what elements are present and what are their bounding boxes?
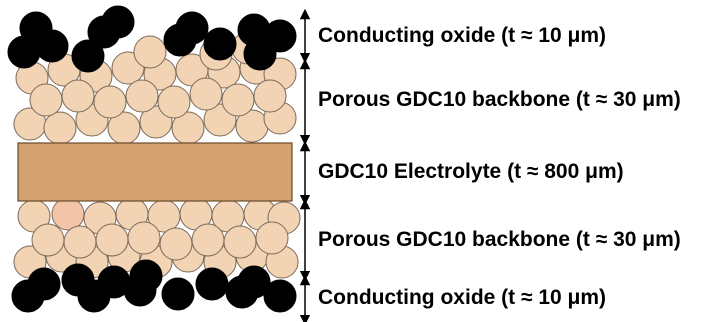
conducting-oxide-particle: [263, 19, 297, 53]
layer-label-bottom-backbone: Porous GDC10 backbone (t ≈ 30 μm): [318, 228, 681, 251]
conducting-oxide-particle: [7, 35, 41, 69]
backbone-particle: [253, 79, 287, 113]
backbone-particle: [43, 111, 77, 145]
conducting-oxide-particle: [237, 265, 271, 299]
backbone-particle: [133, 35, 167, 69]
backbone-particle: [63, 225, 97, 259]
conducting-oxide-particle: [97, 265, 131, 299]
conducting-oxide-particle: [263, 279, 297, 313]
backbone-particle: [221, 83, 255, 117]
backbone-particle: [61, 79, 95, 113]
backbone-particle: [159, 227, 193, 261]
backbone-particle: [31, 223, 65, 257]
backbone-particle: [95, 223, 129, 257]
electrolyte-layer: [17, 142, 293, 202]
conducting-oxide-top-particles: [7, 5, 297, 73]
backbone-particle: [189, 77, 223, 111]
layer-label-top-oxide: Conducting oxide (t ≈ 10 μm): [318, 24, 607, 47]
conducting-oxide-particle: [71, 39, 105, 73]
backbone-particle: [223, 225, 257, 259]
conducting-oxide-particle: [27, 267, 61, 301]
conducting-oxide-particle: [203, 27, 237, 61]
layer-label-top-backbone: Porous GDC10 backbone (t ≈ 30 μm): [318, 88, 681, 111]
conducting-oxide-particle: [35, 29, 69, 63]
layer-label-bottom-oxide: Conducting oxide (t ≈ 10 μm): [318, 286, 607, 309]
conducting-oxide-particle: [175, 11, 209, 45]
conducting-oxide-particle: [161, 277, 195, 311]
layer-label-electrolyte: GDC10 Electrolyte (t ≈ 800 μm): [318, 160, 624, 183]
conducting-oxide-bottom-particles: [11, 259, 297, 313]
backbone-particle: [255, 221, 289, 255]
conducting-oxide-particle: [195, 267, 229, 301]
conducting-oxide-particle: [129, 259, 163, 293]
backbone-particle: [157, 85, 191, 119]
backbone-particle: [125, 79, 159, 113]
backbone-particle: [127, 221, 161, 255]
backbone-particle: [29, 83, 63, 117]
conducting-oxide-particle: [101, 5, 135, 39]
backbone-particle: [191, 223, 225, 257]
backbone-particle: [93, 85, 127, 119]
backbone-particle: [51, 197, 85, 231]
